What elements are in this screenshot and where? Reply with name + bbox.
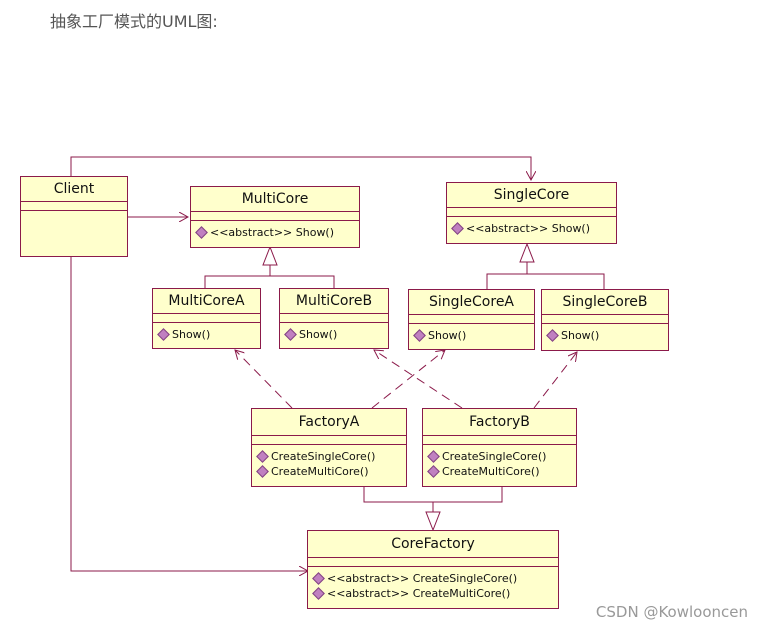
class-corefactory: CoreFactory <<abstract>> CreateSingleCor…	[307, 530, 559, 609]
class-factory-b-attributes	[423, 436, 576, 445]
class-singlecore-b-attributes	[542, 315, 668, 324]
class-factory-b-op: CreateMultiCore()	[427, 464, 572, 479]
public-operation-icon	[256, 465, 269, 478]
dep-factorya-multicorea	[235, 350, 293, 409]
class-client-attributes	[21, 202, 127, 211]
class-multicore-a-name: MultiCoreA	[153, 289, 260, 314]
public-operation-icon	[284, 328, 297, 341]
class-multicore-attributes	[191, 212, 359, 221]
class-multicore-a: MultiCoreA Show()	[152, 288, 261, 349]
class-multicore: MultiCore <<abstract>> Show()	[190, 186, 360, 248]
assoc-client-corefactory	[70, 257, 308, 571]
dep-factorya-singlecorea	[371, 350, 445, 409]
gen-multicore-head	[262, 245, 278, 266]
class-corefactory-attributes	[308, 558, 558, 567]
class-corefactory-op: <<abstract>> CreateSingleCore()	[312, 571, 554, 586]
class-multicore-b-name: MultiCoreB	[280, 289, 388, 314]
page-heading: 抽象工厂模式的UML图:	[50, 12, 218, 31]
class-factory-a-attributes	[252, 436, 406, 445]
class-singlecore-op: <<abstract>> Show()	[451, 221, 612, 236]
class-singlecore-a-name: SingleCoreA	[409, 290, 534, 315]
class-corefactory-name: CoreFactory	[308, 531, 558, 558]
gen-corefactory-head	[425, 511, 441, 532]
class-singlecore-name: SingleCore	[447, 183, 616, 208]
class-multicore-a-op: Show()	[157, 327, 256, 342]
gen-singlecore	[486, 262, 605, 289]
class-corefactory-op: <<abstract>> CreateMultiCore()	[312, 586, 554, 601]
public-operation-icon	[427, 450, 440, 463]
class-factory-a-op: CreateSingleCore()	[256, 449, 402, 464]
class-factory-b-name: FactoryB	[423, 409, 576, 436]
gen-corefactory	[363, 487, 503, 512]
watermark: CSDN @Kowlooncen	[595, 603, 748, 621]
class-singlecore-b: SingleCoreB Show()	[541, 289, 669, 351]
class-factory-a-op: CreateMultiCore()	[256, 464, 402, 479]
class-singlecore-attributes	[447, 208, 616, 217]
class-factory-a: FactoryA CreateSingleCore() CreateMultiC…	[251, 408, 407, 487]
dep-factoryb-multicoreb	[374, 350, 463, 409]
class-client: Client	[20, 176, 128, 257]
gen-multicore	[204, 265, 335, 289]
class-singlecore-b-name: SingleCoreB	[542, 290, 668, 315]
class-multicore-b: MultiCoreB Show()	[279, 288, 389, 349]
public-operation-icon	[157, 328, 170, 341]
class-singlecore-a-op: Show()	[413, 328, 530, 343]
public-operation-icon	[413, 329, 426, 342]
class-singlecore-b-op: Show()	[546, 328, 664, 343]
dep-factoryb-singlecoreb	[533, 352, 577, 409]
class-multicore-op: <<abstract>> Show()	[195, 225, 355, 240]
class-multicore-b-attributes	[280, 314, 388, 323]
public-operation-icon	[451, 222, 464, 235]
public-operation-icon	[256, 450, 269, 463]
class-factory-a-name: FactoryA	[252, 409, 406, 436]
class-factory-b: FactoryB CreateSingleCore() CreateMultiC…	[422, 408, 577, 487]
class-singlecore-a-attributes	[409, 315, 534, 324]
public-operation-icon	[195, 226, 208, 239]
class-client-name: Client	[21, 177, 127, 202]
gen-singlecore-head	[519, 242, 535, 263]
class-factory-b-op: CreateSingleCore()	[427, 449, 572, 464]
class-multicore-b-op: Show()	[284, 327, 384, 342]
public-operation-icon	[312, 587, 325, 600]
class-multicore-name: MultiCore	[191, 187, 359, 212]
public-operation-icon	[427, 465, 440, 478]
class-singlecore-a: SingleCoreA Show()	[408, 289, 535, 350]
class-singlecore: SingleCore <<abstract>> Show()	[446, 182, 617, 244]
public-operation-icon	[546, 329, 559, 342]
assoc-client-singlecore	[70, 156, 531, 180]
public-operation-icon	[312, 572, 325, 585]
class-multicore-a-attributes	[153, 314, 260, 323]
